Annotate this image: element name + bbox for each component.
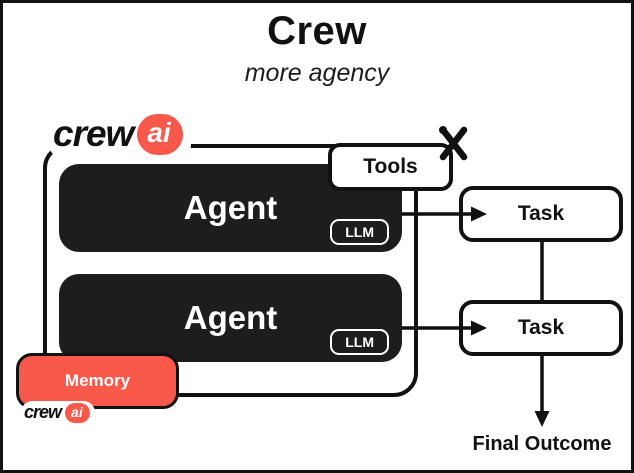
diagram-title: Crew (267, 9, 367, 53)
crewai-logo-small-crew-text: crew (24, 402, 62, 422)
crewai-logo-crew-text: crew (53, 113, 134, 154)
memory-box: Memory (16, 353, 179, 409)
arrowhead-task2-final (534, 411, 550, 427)
agent-2-llm-badge: LLM (330, 329, 389, 355)
crewai-logo-small: crew ai (21, 401, 95, 424)
crewai-logo: crew ai (49, 111, 191, 157)
tools-box: Tools (328, 143, 453, 191)
tools-label: Tools (363, 155, 418, 178)
agent-1-label: Agent (183, 189, 278, 226)
agent-box-2: Agent LLM (59, 274, 402, 362)
final-outcome-label: Final Outcome (472, 433, 612, 455)
agent-1-llm-badge: LLM (330, 219, 389, 245)
task-box-2: Task (459, 300, 623, 356)
crewai-logo-small-ai-badge: ai (65, 402, 90, 423)
task-2-label: Task (517, 316, 565, 339)
agent-2-label: Agent (183, 299, 278, 336)
task-1-label: Task (517, 202, 565, 225)
crossed-tools-icon (439, 126, 468, 161)
crewai-logo-ai-badge: ai (137, 113, 183, 155)
memory-label: Memory (64, 371, 131, 390)
task-box-1: Task (459, 186, 623, 242)
diagram-subtitle: more agency (244, 59, 390, 87)
